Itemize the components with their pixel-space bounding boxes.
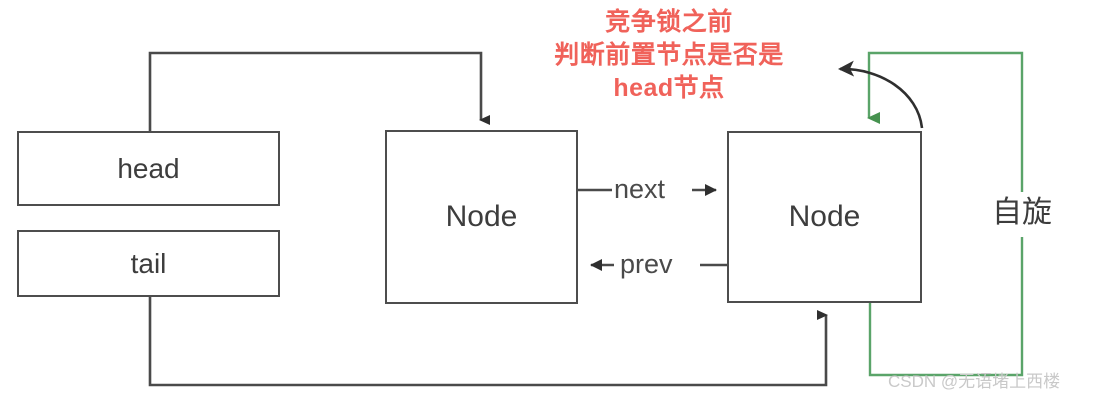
box-tail-label: tail [130, 247, 167, 279]
spin-loop-label: 自旋 [986, 192, 1058, 233]
annotation-line-3: head节点 [613, 74, 725, 102]
box-node-current: Node [727, 131, 922, 303]
box-head-label: head [117, 152, 180, 184]
edge-label-prev: prev [620, 249, 673, 279]
wire-annotation-pointer [838, 60, 924, 129]
box-node-current-label: Node [788, 200, 861, 233]
annotation-line-2: 判断前置节点是否是 [554, 41, 784, 69]
box-tail: tail [17, 230, 280, 297]
annotation-red-text: 竞争锁之前 判断前置节点是否是 head节点 [512, 6, 826, 105]
wire-head-to-node [148, 51, 490, 131]
wire-tail-to-node [148, 297, 828, 387]
edge-label-next: next [614, 174, 666, 204]
annotation-line-1: 竞争锁之前 [605, 8, 733, 36]
box-head: head [17, 131, 280, 206]
box-node-predecessor-label: Node [445, 200, 518, 233]
watermark-text: CSDN @无语堵上西楼 [888, 372, 1061, 391]
box-node-predecessor: Node [385, 130, 578, 304]
